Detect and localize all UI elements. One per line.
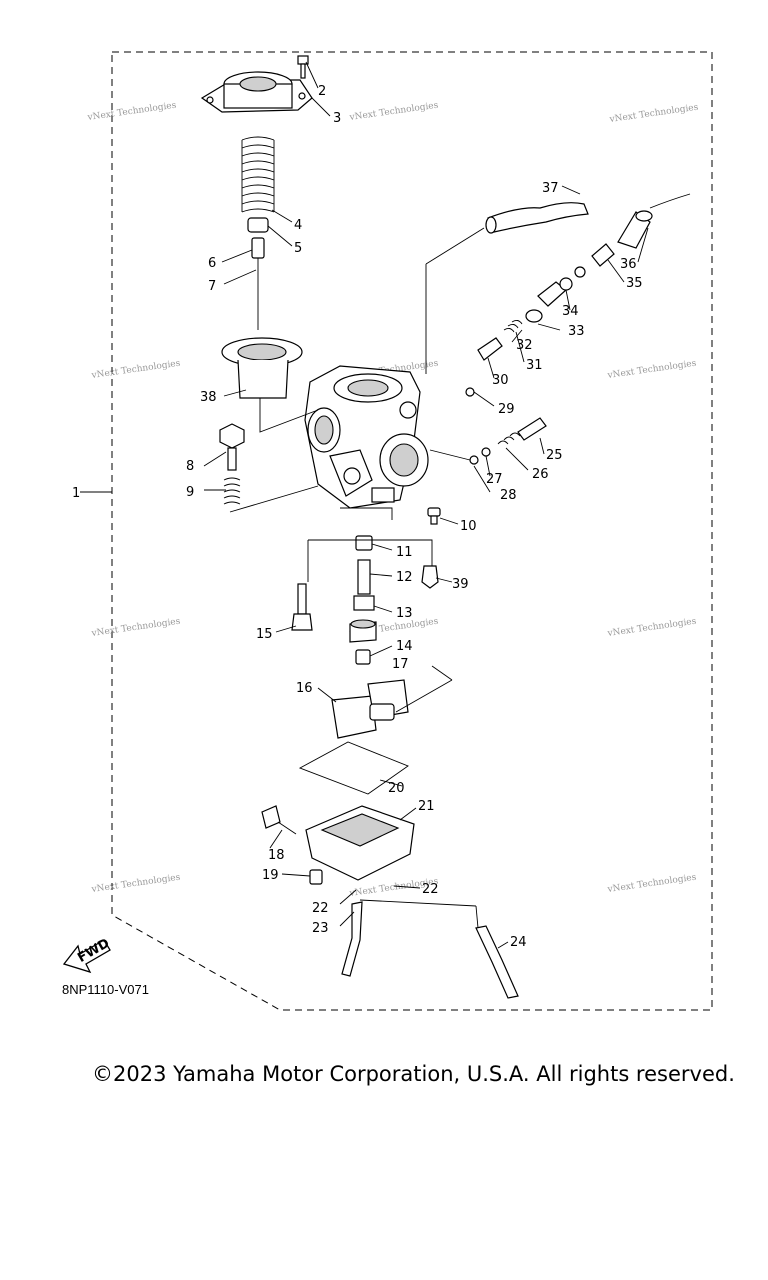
carburetor-exploded-diagram: vNext Technologies vNext Technologies vNex… [62,51,713,1011]
callout-2: 2 [318,84,326,99]
callout-7: 7 [208,279,216,294]
callout-33: 33 [568,324,585,339]
fwd-arrow: FWD [62,936,112,974]
watermark-text: vNext Technologies [86,101,177,124]
callout-23: 23 [312,921,329,936]
drain-screw-part-18 [261,805,297,835]
callout-34: 34 [562,304,579,319]
callout-6: 6 [208,256,216,271]
callout-24: 24 [510,935,527,950]
callout-19: 19 [262,868,279,883]
fwd-label: FWD [75,936,112,966]
callout-4: 4 [294,218,302,233]
watermark-text: vNext Technologies [90,617,181,640]
callout-37: 37 [542,181,559,196]
callout-13: 13 [396,606,413,621]
leader-lines [80,61,649,949]
callout-20: 20 [388,781,405,796]
callout-16: 16 [296,681,313,696]
screw-part-10 [427,507,441,525]
callout-5: 5 [294,241,302,256]
pilot-screw-parts [219,423,245,505]
spring-part-4 [241,136,275,213]
callout-9: 9 [186,485,194,500]
needle-parts [247,217,269,330]
jet-parts [349,535,377,665]
drain-hoses [341,901,519,999]
callout-1: 1 [72,486,80,501]
callout-15: 15 [256,627,273,642]
screw-part-19 [309,869,323,885]
callout-12: 12 [396,570,413,585]
callout-10: 10 [460,519,477,534]
watermark-text: vNext Technologies [90,873,181,896]
callout-8: 8 [186,459,194,474]
watermark-text: vNext Technologies [606,873,697,896]
callout-30: 30 [492,373,509,388]
figure-code: 8NP1110-V071 [62,982,149,997]
diaphragm-piston-part-38 [221,337,303,399]
assembly-boundary [111,51,713,1011]
callout-labels: 1 2 3 4 5 6 7 8 9 10 11 12 13 14 15 16 1… [72,84,643,950]
callout-3: 3 [333,111,341,126]
callout-26: 26 [532,467,549,482]
callout-29: 29 [498,402,515,417]
callout-32: 32 [516,338,533,353]
callout-22a: 22 [312,901,329,916]
watermark-text: vNext Technologies [606,617,697,640]
screw-part-2 [297,55,309,79]
callout-17: 17 [392,657,409,672]
callout-36: 36 [620,257,637,272]
callout-39: 39 [452,577,469,592]
callout-14: 14 [396,639,413,654]
carburetor-top-cover [200,71,313,113]
callout-22b: 22 [422,882,439,897]
gasket-part-20 [298,741,409,795]
watermark-text: vNext Technologies [348,101,439,124]
callout-28: 28 [500,488,517,503]
watermark-text: vNext Technologies [608,103,699,126]
callout-21: 21 [418,799,435,814]
float-part-16 [331,679,453,739]
callout-31: 31 [526,358,543,373]
callout-25: 25 [546,448,563,463]
callout-38: 38 [200,390,217,405]
throttle-stop-screw-parts [465,387,547,465]
hose-part-37 [485,202,589,234]
callout-35: 35 [626,276,643,291]
copyright-notice: ©2023 Yamaha Motor Corporation, U.S.A. A… [92,1062,735,1086]
callout-18: 18 [268,848,285,863]
callout-27: 27 [486,472,503,487]
watermark-text: vNext Technologies [606,359,697,382]
needle-valve-parts [291,565,439,631]
watermark-text: vNext Technologies [90,359,181,382]
float-bowl-part-21 [305,805,415,881]
carburetor-body [304,365,429,520]
choke-plunger-parts [477,193,691,361]
callout-11: 11 [396,545,413,560]
